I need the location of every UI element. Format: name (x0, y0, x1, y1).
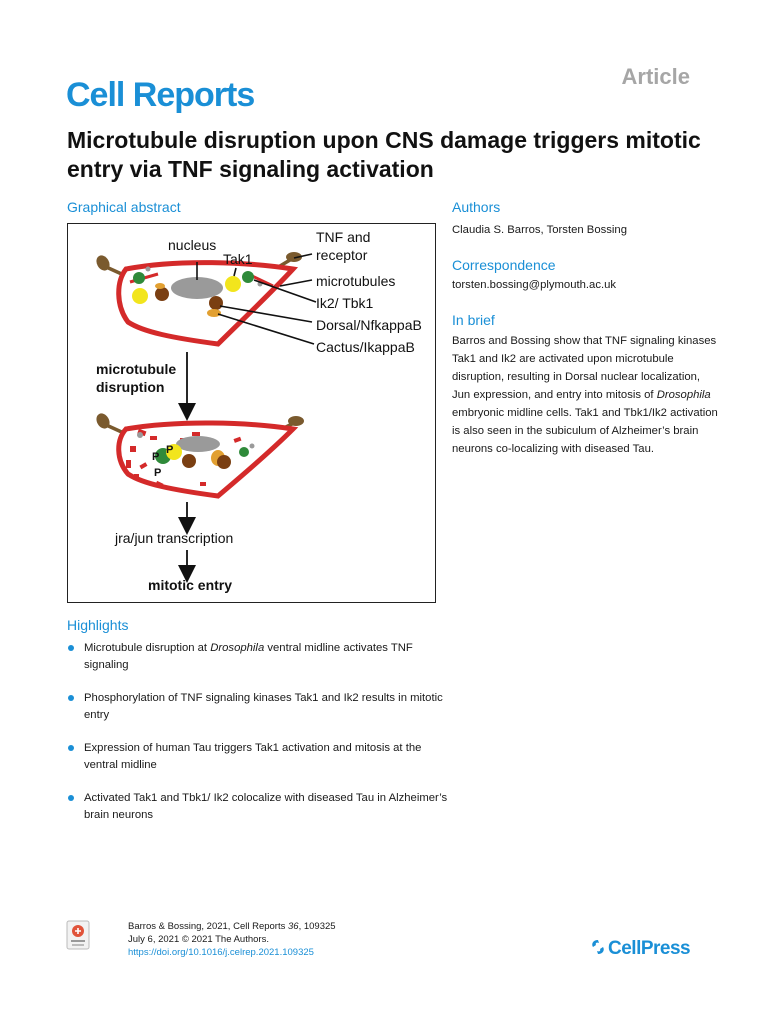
correspondence-heading: Correspondence (452, 257, 556, 273)
label-nucleus: nucleus (168, 237, 216, 253)
bullet-icon (68, 745, 74, 751)
highlight-item: Expression of human Tau triggers Tak1 ac… (67, 740, 457, 774)
graphical-abstract-figure: nucleus Tak1 TNF and receptor microtubul… (67, 223, 436, 603)
bottom-cell: P P P (96, 413, 304, 499)
citation-block: Barros & Bossing, 2021, Cell Reports 36,… (128, 920, 336, 959)
bullet-icon (68, 695, 74, 701)
article-type: Article (621, 64, 690, 89)
bullet-icon (68, 795, 74, 801)
top-cell-membrane (116, 260, 299, 347)
bottom-cell-membrane (116, 420, 299, 499)
label-step1-line1: microtubule (96, 361, 176, 377)
correspondence-email[interactable]: torsten.bossing@plymouth.ac.uk (452, 279, 617, 291)
authors-names: Claudia S. Barros, Torsten Bossing (452, 224, 627, 236)
highlight-item: Phosphorylation of TNF signaling kinases… (67, 690, 457, 724)
label-microtubules: microtubules (316, 273, 395, 289)
label-tnf-line1: TNF and (316, 229, 370, 245)
graphical-abstract-svg: nucleus Tak1 TNF and receptor microtubul… (96, 229, 422, 593)
label-step2: jra/jun transcription (114, 530, 233, 546)
phospho-label-2: P (166, 444, 173, 456)
cellpress-icon (592, 940, 604, 954)
bottom-nucleus (176, 436, 220, 452)
cellpress-logo: CellPress (590, 938, 691, 960)
bullet-icon (68, 645, 74, 651)
authors-heading: Authors (452, 199, 501, 215)
label-step1-line2: disruption (96, 379, 164, 395)
label-ik2: Ik2/ Tbk1 (316, 295, 374, 311)
in-brief-text: Barros and Bossing show that TNF signali… (452, 335, 718, 455)
top-nucleus (171, 277, 223, 299)
phospho-label-1: P (152, 451, 159, 463)
highlights-list: Microtubule disruption at Drosophila ven… (67, 640, 457, 840)
phospho-label-3: P (154, 467, 161, 479)
highlights-heading: Highlights (67, 617, 129, 633)
citation-line: Barros & Bossing, 2021, Cell Reports 36,… (128, 921, 336, 932)
doi-link[interactable]: https://doi.org/10.1016/j.celrep.2021.10… (128, 947, 314, 958)
highlight-item: Activated Tak1 and Tbk1/ Ik2 colocalize … (67, 790, 457, 824)
label-tak1: Tak1 (223, 251, 253, 267)
label-tnf-line2: receptor (316, 247, 368, 263)
date-line: July 6, 2021 © 2021 The Authors. (128, 934, 269, 945)
label-dorsal: Dorsal/NfkappaB (316, 317, 422, 333)
article-title: Microtubule disruption upon CNS damage t… (67, 127, 701, 182)
journal-name: Cell Reports (66, 76, 255, 114)
in-brief-heading: In brief (452, 312, 495, 328)
label-step3: mitotic entry (148, 577, 232, 593)
highlight-item: Microtubule disruption at Drosophila ven… (67, 640, 457, 674)
graphical-abstract-heading: Graphical abstract (67, 199, 181, 215)
crossmark-icon[interactable] (66, 920, 90, 950)
top-cell (96, 252, 317, 347)
label-cactus: Cactus/IkappaB (316, 339, 415, 355)
